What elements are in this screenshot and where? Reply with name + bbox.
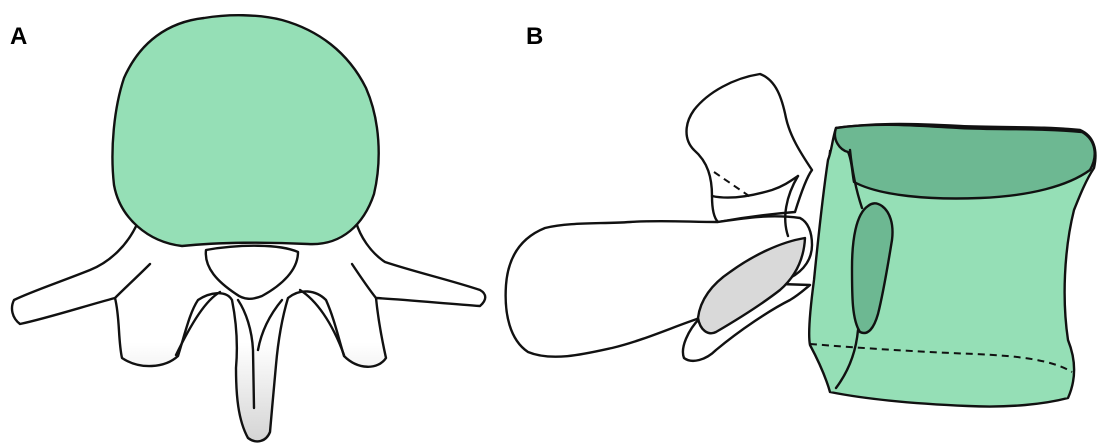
superior-articular-process: [687, 74, 813, 222]
panel-b-label: B: [526, 23, 543, 50]
panel-a-label: A: [10, 23, 27, 50]
panel-b: B: [506, 23, 1096, 407]
panel-a: A: [10, 15, 485, 441]
superior-endplate: [835, 125, 1095, 199]
vertebral-body-axial: [112, 15, 378, 246]
